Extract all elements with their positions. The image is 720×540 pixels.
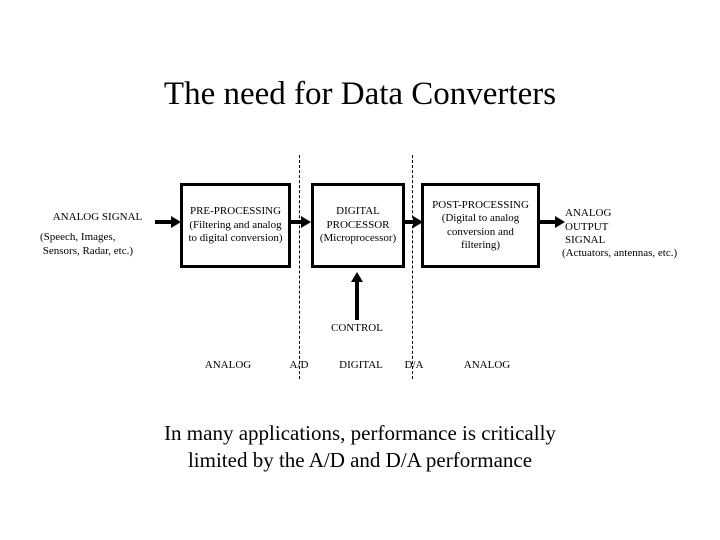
domain-label-da: D/A (404, 359, 424, 371)
slide-caption: In many applications, performance is cri… (164, 421, 556, 472)
block-digital-processor[interactable]: DIGITAL PROCESSOR (Microprocessor) (311, 183, 405, 268)
input-signal-detail: (Speech, Images, Sensors, Radar, etc.) (40, 231, 134, 257)
output-signal-label: ANALOG OUTPUT SIGNAL (565, 207, 612, 246)
dashed-boundary-ad (299, 155, 300, 379)
block-post-processing-text: POST-PROCESSING (Digital to analog conve… (432, 198, 529, 252)
block-pre-processing-text: PRE-PROCESSING (Filtering and analog to … (188, 205, 283, 245)
domain-label-digital: DIGITAL (339, 359, 383, 371)
control-label: CONTROL (331, 322, 383, 334)
domain-label-ad: A/D (289, 359, 309, 371)
block-digital-processor-text: DIGITAL PROCESSOR (Microprocessor) (319, 205, 397, 245)
input-signal-label: ANALOG SIGNAL (52, 211, 143, 223)
domain-label-analog-left: ANALOG (204, 359, 252, 371)
page-title: The need for Data Converters (163, 76, 557, 112)
domain-label-analog-right: ANALOG (463, 359, 511, 371)
block-post-processing[interactable]: POST-PROCESSING (Digital to analog conve… (421, 183, 540, 268)
dashed-boundary-da (412, 155, 413, 379)
output-signal-detail: (Actuators, antennas, etc.) (562, 247, 678, 259)
block-pre-processing[interactable]: PRE-PROCESSING (Filtering and analog to … (180, 183, 291, 268)
